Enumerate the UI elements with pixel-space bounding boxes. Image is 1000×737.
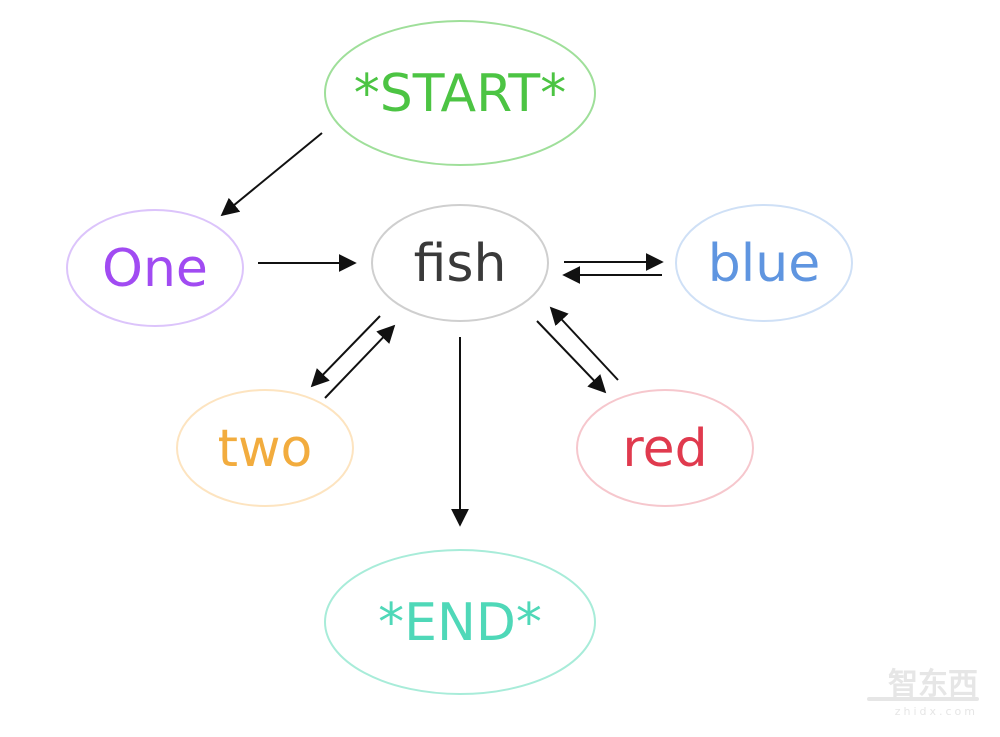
node-start: *START* [324, 20, 596, 166]
node-start-label: *START* [354, 64, 566, 124]
edge-layer [220, 132, 664, 527]
node-fish-label: fish [414, 234, 507, 294]
edge-two-to-fish [324, 324, 396, 399]
watermark-subtext: zhidx.com [895, 705, 978, 718]
node-one: One [66, 209, 244, 327]
node-two: two [176, 389, 354, 507]
edge-fish-to-two [310, 315, 381, 388]
edge-start-to-one [220, 132, 323, 217]
node-blue-label: blue [708, 234, 820, 294]
node-end: *END* [324, 549, 596, 695]
node-blue: blue [675, 204, 853, 322]
node-red-label: red [622, 419, 707, 479]
node-two-label: two [218, 419, 313, 479]
node-red: red [576, 389, 754, 507]
node-end-label: *END* [378, 593, 542, 653]
edge-red-to-fish [549, 306, 619, 381]
watermark-text: 智东西 [888, 667, 978, 702]
edge-fish-to-red [536, 320, 607, 394]
node-one-label: One [102, 239, 208, 299]
watermark-bar [867, 697, 979, 701]
watermark-logo: 智东西 zhidx.com [867, 667, 979, 718]
node-fish: fish [371, 204, 549, 322]
